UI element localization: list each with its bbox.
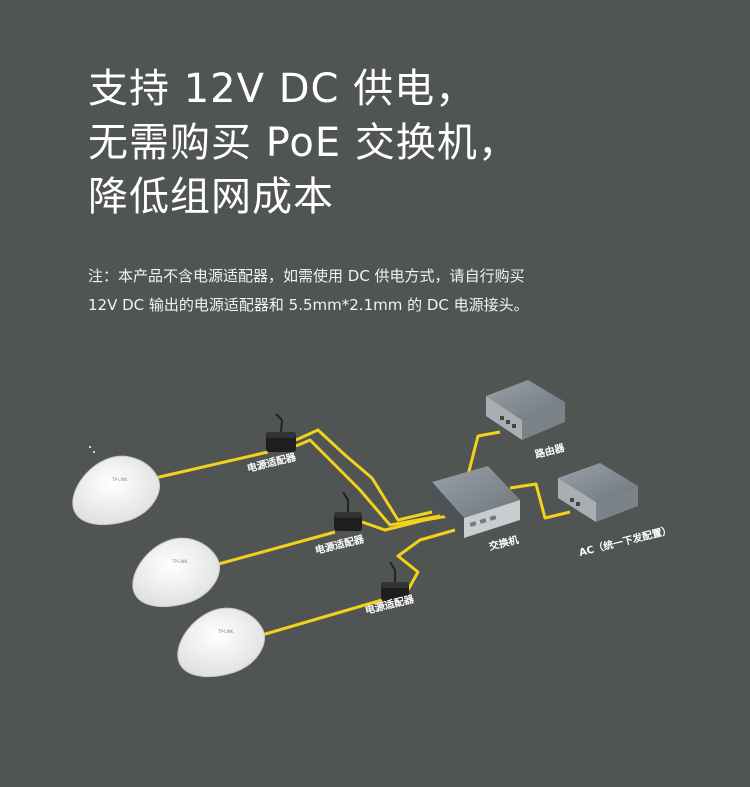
- adapter-label-1: 电源适配器: [246, 450, 299, 475]
- cable-switch-ac: [509, 482, 571, 520]
- svg-text:TP-LINK: TP-LINK: [217, 629, 234, 634]
- cable-ap3-adapter: [261, 598, 383, 637]
- svg-text:TP-LINK: TP-LINK: [111, 477, 128, 482]
- cable-adapter3-switch: [396, 528, 456, 591]
- switch-label: 交换机: [488, 533, 520, 553]
- headline-line-3: 降低组网成本: [88, 174, 334, 220]
- cable-ap2-adapter: [214, 530, 336, 567]
- note-line-1: 注：本产品不含电源适配器，如需使用 DC 供电方式，请自行购买: [88, 267, 525, 285]
- ac-label: AC（统一下发配置）: [578, 523, 673, 559]
- svg-text:TP-LINK: TP-LINK: [171, 559, 188, 564]
- cable-adapter1-switch: [295, 428, 433, 522]
- switch-device: [432, 466, 520, 538]
- power-adapter-3: [381, 561, 409, 601]
- headline-line-2: 无需购买 PoE 交换机，: [88, 120, 519, 166]
- note-line-2: 12V DC 输出的电源适配器和 5.5mm*2.1mm 的 DC 电源接头。: [88, 296, 529, 314]
- router-device: [486, 380, 565, 440]
- network-diagram: TP-LINK TP-LINK TP-LINK: [72, 380, 673, 678]
- power-adapter-2: [334, 491, 362, 531]
- cable-switch-router: [466, 430, 501, 476]
- power-adapter-1: [266, 413, 296, 452]
- cables: [154, 428, 571, 637]
- access-point-2: TP-LINK: [132, 537, 220, 608]
- router-label: 路由器: [534, 441, 567, 461]
- headline: 支持 12V DC 供电， 无需购买 PoE 交换机， 降低组网成本: [88, 62, 519, 224]
- cable-adapter1-switch-b: [295, 438, 441, 527]
- note-text: 注：本产品不含电源适配器，如需使用 DC 供电方式，请自行购买 12V DC 输…: [88, 262, 529, 320]
- cable-adapter2-switch: [361, 514, 449, 532]
- access-point-1: TP-LINK: [72, 446, 160, 526]
- access-point-3: TP-LINK: [177, 607, 265, 678]
- ac-controller-device: [558, 463, 638, 522]
- cable-ap1-adapter: [154, 450, 269, 480]
- headline-line-1: 支持 12V DC 供电，: [88, 66, 477, 112]
